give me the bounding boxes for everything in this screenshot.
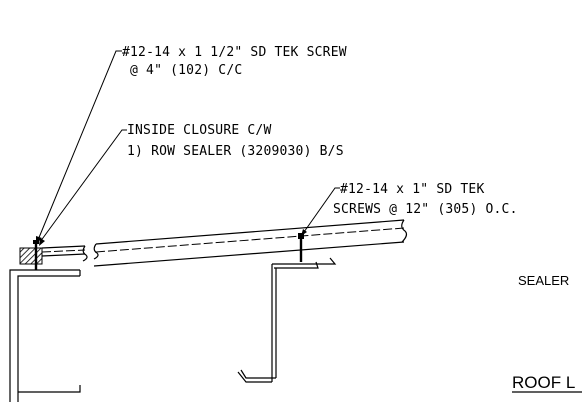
break-line-right <box>401 219 408 243</box>
detail-title: ROOF L <box>512 373 575 392</box>
note-closure-line2: 1) ROW SEALER (3209030) B/S <box>127 144 344 159</box>
z-purlin <box>237 257 337 383</box>
panel-main-bottom <box>93 241 405 267</box>
sealer-label: SEALER <box>518 273 569 288</box>
panel-main-top <box>95 219 405 245</box>
panel-main-dashed <box>95 227 405 253</box>
inside-closure <box>19 247 43 265</box>
panel-left-top <box>41 245 86 249</box>
note-screw-mid-line2: SCREWS @ 12" (305) O.C. <box>333 202 518 217</box>
leader-screw-mid <box>303 187 340 233</box>
z-purlin-bottom-flange <box>237 371 272 383</box>
note-closure-line1: INSIDE CLOSURE C/W <box>127 123 271 138</box>
note-screw-top: #12-14 x 1 1/2" SD TEK SCREW @ 4" (102) … <box>122 45 347 78</box>
note-screw-mid: #12-14 x 1" SD TEK SCREWS @ 12" (305) O.… <box>333 182 518 217</box>
screw-mid <box>298 233 304 262</box>
z-purlin-top-flange <box>272 257 337 265</box>
screw-mid-head <box>298 233 304 239</box>
break-line-left-a <box>82 245 88 262</box>
note-closure: INSIDE CLOSURE C/W 1) ROW SEALER (320903… <box>127 123 344 159</box>
c-channel-left-outer <box>17 275 80 402</box>
screw-top <box>33 240 39 270</box>
z-purlin-top-inner <box>274 261 319 269</box>
leader-screw-top <box>37 50 122 241</box>
note-screw-top-line1: #12-14 x 1 1/2" SD TEK SCREW <box>122 45 347 60</box>
break-line-left-b <box>93 243 99 260</box>
c-channel-left <box>9 269 81 402</box>
panel-left-dashed <box>41 249 86 253</box>
arrowhead-closure <box>39 238 45 246</box>
note-screw-mid-line1: #12-14 x 1" SD TEK <box>340 182 484 197</box>
screw-top-head <box>33 240 39 244</box>
roof-panel <box>41 219 408 267</box>
c-channel-left-outer2 <box>9 269 80 402</box>
z-purlin-bottom-inner <box>240 369 276 379</box>
note-screw-top-line2: @ 4" (102) C/C <box>130 63 242 78</box>
leader-closure <box>39 129 127 243</box>
c-channel-left-bottom <box>18 385 81 393</box>
panel-left-bottom <box>41 253 86 257</box>
